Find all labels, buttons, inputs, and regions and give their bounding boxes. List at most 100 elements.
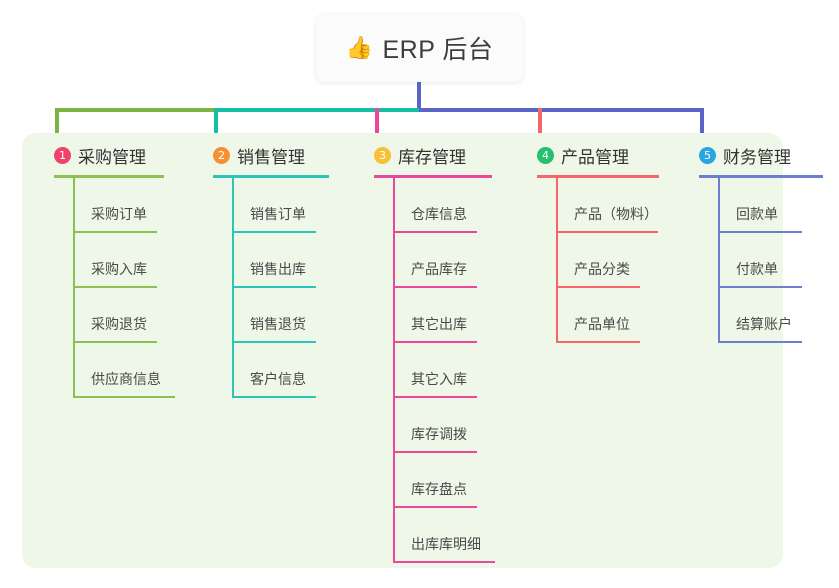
list-item-rule <box>393 451 477 453</box>
list-item[interactable]: 销售订单 <box>197 178 316 233</box>
column-items-3: 仓库信息产品库存其它出库其它入库库存调拨库存盘点出库库明细 <box>358 178 495 563</box>
list-item-rule <box>393 286 477 288</box>
list-item-label: 其它入库 <box>411 371 467 387</box>
list-item-label: 产品单位 <box>574 316 630 332</box>
list-item[interactable]: 其它出库 <box>358 288 477 343</box>
list-item[interactable]: 销售出库 <box>197 233 316 288</box>
list-item[interactable]: 回款单 <box>683 178 802 233</box>
column-title-1: 采购管理 <box>78 148 146 167</box>
column-header-4[interactable]: 4 产品管理 <box>521 133 659 178</box>
list-item[interactable]: 结算账户 <box>683 288 802 343</box>
list-item[interactable]: 产品（物料） <box>521 178 658 233</box>
list-item-label: 付款单 <box>736 261 778 277</box>
list-item-label: 采购入库 <box>91 261 147 277</box>
list-item-label: 销售出库 <box>250 261 306 277</box>
column-header-rule-3 <box>374 175 492 178</box>
column-items-5: 回款单付款单结算账户 <box>683 178 802 343</box>
connector-bar-teal <box>216 108 419 112</box>
list-item-rule <box>232 396 316 398</box>
column-badge-4: 4 <box>537 147 554 164</box>
list-item[interactable]: 付款单 <box>683 233 802 288</box>
list-item[interactable]: 产品单位 <box>521 288 640 343</box>
list-item-rule <box>73 341 157 343</box>
list-item-label: 采购订单 <box>91 206 147 222</box>
list-item-rule <box>73 286 157 288</box>
list-item-rule <box>393 506 477 508</box>
list-item[interactable]: 客户信息 <box>197 343 316 398</box>
list-item-rule <box>73 396 175 398</box>
column-header-rule-1 <box>54 175 164 178</box>
list-item[interactable]: 其它入库 <box>358 343 477 398</box>
list-item[interactable]: 出库库明细 <box>358 508 495 563</box>
list-item-label: 客户信息 <box>250 371 306 387</box>
list-item-rule <box>393 561 495 563</box>
list-item-rule <box>556 341 640 343</box>
list-item-rule <box>73 231 157 233</box>
column-spine-5 <box>718 178 720 343</box>
list-item[interactable]: 库存调拨 <box>358 398 477 453</box>
list-item-label: 供应商信息 <box>91 371 161 387</box>
list-item-rule <box>718 341 802 343</box>
list-item-label: 其它出库 <box>411 316 467 332</box>
list-item-label: 仓库信息 <box>411 206 467 222</box>
list-item-rule <box>393 341 477 343</box>
column-1: 1 采购管理采购订单采购入库采购退货供应商信息 <box>38 133 175 398</box>
column-items-1: 采购订单采购入库采购退货供应商信息 <box>38 178 175 398</box>
column-spine-2 <box>232 178 234 398</box>
column-header-rule-2 <box>213 175 329 178</box>
column-title-4: 产品管理 <box>561 148 629 167</box>
connector-bar-green <box>55 108 216 112</box>
list-item-label: 销售退货 <box>250 316 306 332</box>
list-item-label: 采购退货 <box>91 316 147 332</box>
list-item[interactable]: 销售退货 <box>197 288 316 343</box>
list-item[interactable]: 库存盘点 <box>358 453 477 508</box>
column-title-3: 库存管理 <box>398 148 466 167</box>
column-4: 4 产品管理产品（物料） 产品分类产品单位 <box>521 133 659 343</box>
list-item-rule <box>232 286 316 288</box>
column-header-rule-5 <box>699 175 823 178</box>
list-item-label: 销售订单 <box>250 206 306 222</box>
column-items-2: 销售订单销售出库销售退货客户信息 <box>197 178 316 398</box>
list-item[interactable]: 采购订单 <box>38 178 157 233</box>
thumbs-up-icon: 👍 <box>345 35 374 60</box>
column-3: 3 库存管理仓库信息产品库存其它出库其它入库库存调拨库存盘点出库库明细 <box>358 133 495 563</box>
column-spine-1 <box>73 178 75 398</box>
list-item[interactable]: 仓库信息 <box>358 178 477 233</box>
list-item-label: 回款单 <box>736 206 778 222</box>
column-spine-4 <box>556 178 558 343</box>
column-header-1[interactable]: 1 采购管理 <box>38 133 164 178</box>
list-item-rule <box>393 231 477 233</box>
root-node-card[interactable]: 👍 ERP 后台 <box>316 14 523 82</box>
list-item-rule <box>718 286 802 288</box>
list-item-label: 出库库明细 <box>411 536 481 552</box>
list-item-rule <box>393 396 477 398</box>
list-item-rule <box>232 341 316 343</box>
list-item-label: 结算账户 <box>736 316 792 332</box>
list-item-label: 产品（物料） <box>574 206 658 222</box>
root-title: 👍 ERP 后台 <box>346 30 494 66</box>
list-item[interactable]: 采购入库 <box>38 233 157 288</box>
column-badge-3: 3 <box>374 147 391 164</box>
list-item-rule <box>232 231 316 233</box>
list-item-label: 库存调拨 <box>411 426 467 442</box>
root-title-text: ERP 后台 <box>382 36 494 64</box>
list-item[interactable]: 产品分类 <box>521 233 640 288</box>
connector-trunk <box>417 82 421 110</box>
list-item-rule <box>556 231 658 233</box>
column-badge-1: 1 <box>54 147 71 164</box>
column-title-5: 财务管理 <box>723 148 791 167</box>
list-item[interactable]: 产品库存 <box>358 233 477 288</box>
column-header-3[interactable]: 3 库存管理 <box>358 133 492 178</box>
list-item[interactable]: 采购退货 <box>38 288 157 343</box>
list-item-label: 产品库存 <box>411 261 467 277</box>
list-item-rule <box>556 286 640 288</box>
list-item-rule <box>718 231 802 233</box>
list-item[interactable]: 供应商信息 <box>38 343 175 398</box>
list-item-label: 库存盘点 <box>411 481 467 497</box>
column-title-2: 销售管理 <box>237 148 305 167</box>
